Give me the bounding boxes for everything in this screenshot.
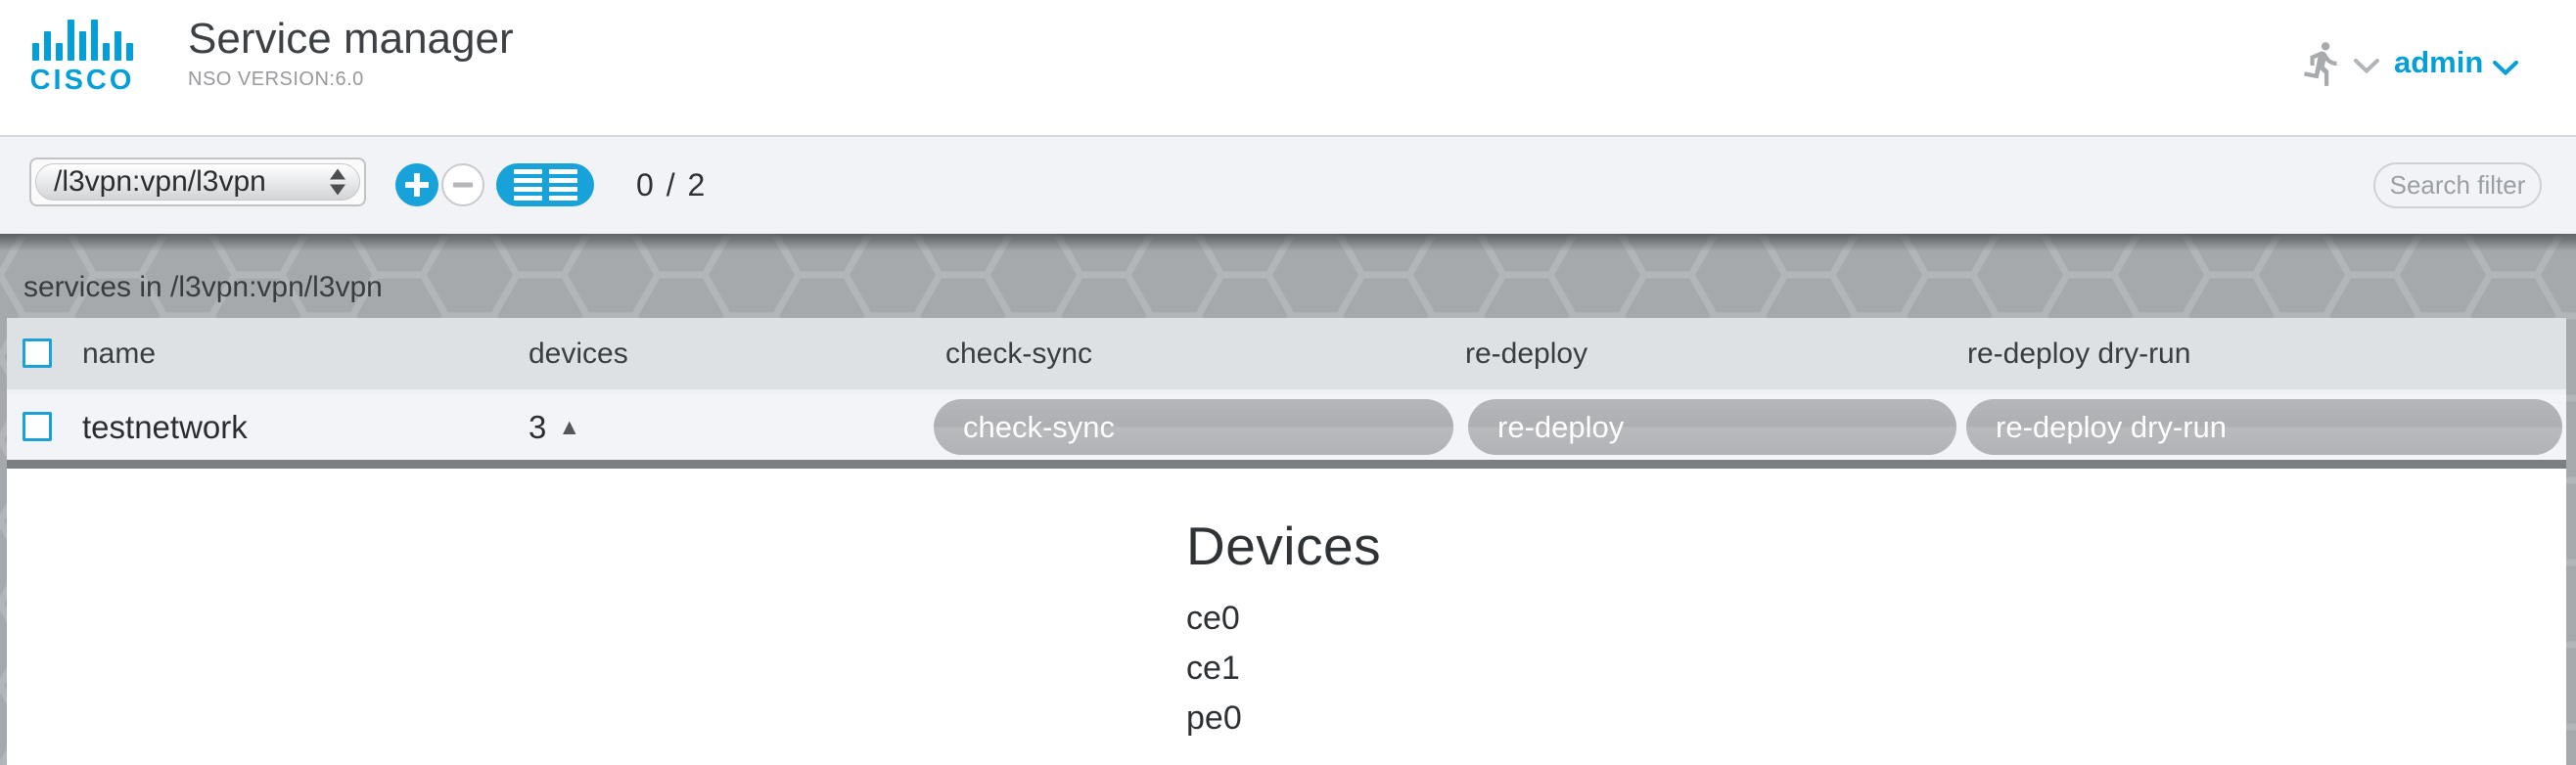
table-header-separator (7, 389, 2566, 394)
device-list-item: ce0 (1186, 600, 1240, 637)
service-name[interactable]: testnetwork (82, 408, 248, 445)
column-header-re-deploy-dry-run: re-deploy dry-run (1967, 337, 2191, 370)
select-all-checkbox[interactable] (23, 338, 52, 368)
band-top-shadow (0, 234, 2576, 251)
up-down-spinner-icon (330, 168, 345, 196)
column-header-name: name (82, 337, 157, 370)
device-details-panel: Devices ce0 ce1 pe0 (7, 469, 2566, 765)
list-view-icon (548, 169, 577, 201)
devices-count-expander[interactable]: 3 ▲ (529, 394, 580, 460)
service-path-select[interactable]: /l3vpn:vpn/l3vpn (29, 158, 366, 206)
row-checkbox[interactable] (23, 412, 52, 441)
search-filter-button[interactable]: Search filter (2373, 162, 2542, 208)
row-detail-divider (7, 460, 2566, 469)
chevron-down-icon[interactable] (2353, 59, 2380, 74)
add-service-button[interactable] (395, 163, 438, 206)
service-path-select-value: /l3vpn:vpn/l3vpn (54, 165, 266, 198)
cisco-logo-text: cisco (29, 65, 135, 96)
cisco-logo-bars (27, 20, 137, 61)
remove-service-button[interactable] (441, 163, 484, 206)
table-header: name devices check-sync re-deploy re-dep… (7, 318, 2566, 389)
runner-icon[interactable] (2298, 39, 2347, 88)
admin-user-menu[interactable]: admin (2394, 45, 2484, 79)
device-list-item: pe0 (1186, 699, 1242, 737)
table-row: testnetwork 3 ▲ check-sync re-deploy re-… (7, 394, 2566, 460)
title-block: Service manager NSO VERSION:6.0 (188, 14, 514, 91)
services-panel: services in /l3vpn:vpn/l3vpn name device… (0, 234, 2576, 765)
chevron-down-icon[interactable] (2492, 61, 2519, 76)
list-view-icon (513, 169, 542, 201)
column-header-check-sync: check-sync (945, 337, 1093, 370)
re-deploy-button[interactable]: re-deploy (1468, 399, 1956, 455)
check-sync-button[interactable]: check-sync (934, 399, 1453, 455)
triangle-up-icon: ▲ (558, 414, 581, 439)
re-deploy-dry-run-button[interactable]: re-deploy dry-run (1966, 399, 2562, 455)
selection-counter: 0 / 2 (636, 167, 708, 202)
devices-count: 3 (529, 408, 547, 445)
search-filter-label: Search filter (2389, 170, 2526, 200)
list-view-button[interactable] (496, 163, 594, 206)
app-header: cisco Service manager NSO VERSION:6.0 ad… (0, 0, 2576, 137)
column-header-devices: devices (529, 337, 628, 370)
page-title: Service manager (188, 15, 514, 63)
cisco-logo-icon: cisco (27, 20, 137, 97)
device-list-item: ce1 (1186, 650, 1240, 687)
services-panel-title: services in /l3vpn:vpn/l3vpn (23, 271, 383, 303)
toolbar: /l3vpn:vpn/l3vpn 0 / 2 Search filter (0, 137, 2576, 234)
devices-heading: Devices (1186, 516, 1382, 576)
column-header-re-deploy: re-deploy (1465, 337, 1588, 370)
device-list: ce0 ce1 pe0 (1186, 594, 1242, 743)
nso-version-label: NSO VERSION:6.0 (188, 68, 364, 90)
